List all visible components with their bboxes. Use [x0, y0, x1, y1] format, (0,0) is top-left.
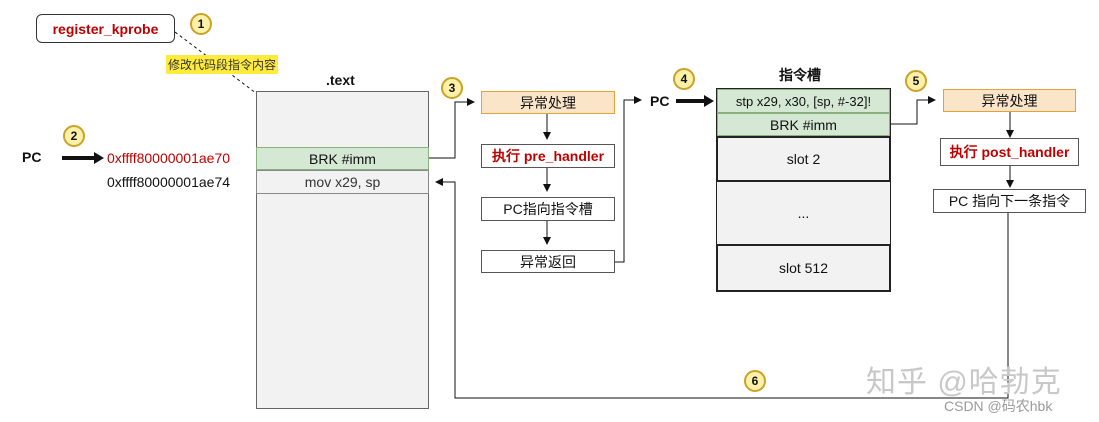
- step-5-badge: 5: [905, 70, 927, 92]
- pc-to-slot-box: PC指向指令槽: [481, 197, 615, 221]
- brk-to-exception: [428, 98, 475, 159]
- modify-note: 修改代码段指令内容: [166, 55, 279, 74]
- step-1-badge: 1: [190, 13, 212, 35]
- post-handler-box: 执行 post_handler: [940, 138, 1079, 166]
- text-mov-row: mov x29, sp: [256, 170, 429, 194]
- text-section-title: .text: [326, 72, 355, 88]
- slot-2: slot 2: [716, 136, 891, 182]
- pc-label-right: PC: [650, 93, 670, 109]
- pre-exception-box: 异常处理: [481, 91, 615, 114]
- slot-row-stp: stp x29, x30, [sp, #-32]!: [717, 89, 890, 113]
- address-1: 0xffff80000001ae70: [107, 150, 231, 166]
- step-6-badge: 6: [744, 370, 766, 392]
- register-kprobe-label: register_kprobe: [52, 20, 159, 37]
- post-exec-prefix: 执行: [949, 144, 978, 160]
- post-exception-box: 异常处理: [943, 89, 1076, 112]
- pc-label-left: PC: [22, 149, 42, 165]
- step-2-badge: 2: [63, 125, 85, 147]
- slot-brk-to-exception: [890, 96, 936, 125]
- return-to-slot: [615, 96, 642, 263]
- slot-dots: ...: [717, 182, 890, 244]
- pc-next-box: PC 指向下一条指令: [933, 189, 1086, 213]
- watermark-main: 知乎 @哈勃克: [866, 366, 1062, 399]
- step-3-badge: 3: [441, 77, 463, 99]
- slot-row-brk: BRK #imm: [717, 113, 890, 136]
- address-2: 0xffff80000001ae74: [107, 174, 231, 190]
- register-kprobe-box: register_kprobe: [36, 14, 175, 43]
- pre-exec-prefix: 执行: [491, 148, 520, 164]
- text-brk-row: BRK #imm: [256, 147, 429, 170]
- pre-handler-name: pre_handler: [523, 148, 605, 164]
- pre-handler-box: 执行 pre_handler: [481, 144, 615, 168]
- watermark-sub: CSDN @码农hbk: [944, 398, 1053, 414]
- post-handler-name: post_handler: [981, 144, 1070, 160]
- slot-512: slot 512: [716, 244, 891, 292]
- return-path-6: [435, 178, 1009, 399]
- text-section: [256, 91, 429, 409]
- slot-table-title: 指令槽: [779, 67, 821, 83]
- step-4-badge: 4: [673, 68, 695, 90]
- pre-return-box: 异常返回: [481, 250, 615, 273]
